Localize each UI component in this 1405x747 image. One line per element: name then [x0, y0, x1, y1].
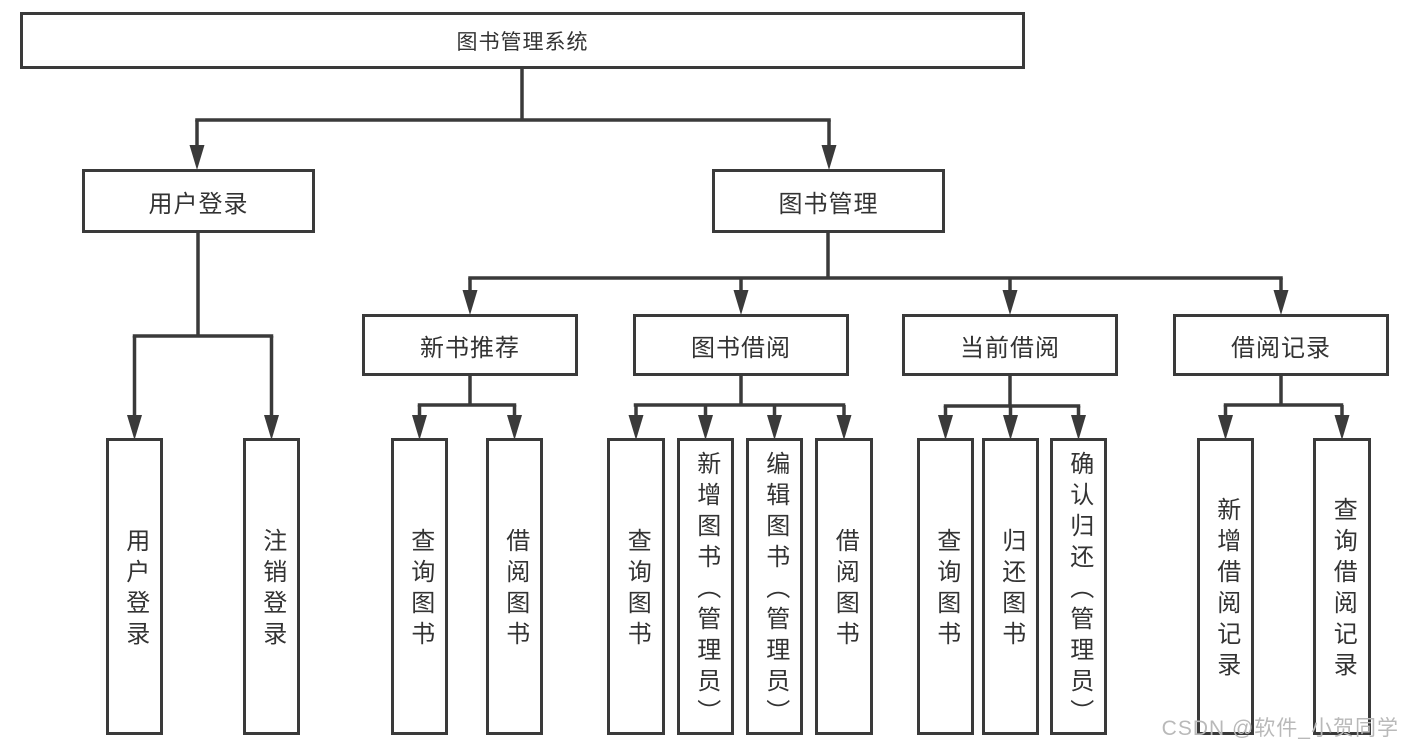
arrowhead-icon: [628, 415, 644, 440]
node-label: 图书管理: [778, 190, 879, 218]
leaf-logout: 注销登录: [243, 438, 300, 735]
watermark: CSDN @软件_小贺同学: [1161, 717, 1399, 740]
node-label: 查询图书: [406, 528, 434, 652]
node-user-login: 用户登录: [82, 169, 315, 233]
leaf-query-borrow-record: 查询借阅记录: [1313, 438, 1371, 735]
node-label: 归还图书: [997, 528, 1025, 652]
node-label: 用户登录: [148, 190, 249, 218]
node-label: 注销登录: [258, 528, 286, 652]
leaf-borrow-book: 借阅图书: [815, 438, 873, 735]
arrowhead-icon: [507, 415, 522, 440]
node-book-borrow: 图书借阅: [633, 314, 849, 376]
leaf-query-book-recommend: 查询图书: [391, 438, 448, 735]
arrowhead-icon: [698, 415, 713, 440]
arrowhead-icon: [1003, 415, 1018, 440]
arrowhead-icon: [127, 415, 142, 440]
node-label: 查询图书: [932, 528, 960, 652]
arrowhead-icon: [1002, 290, 1018, 315]
node-label: 确认归还（管理员）: [1065, 450, 1093, 730]
arrowhead-icon: [821, 145, 837, 170]
node-library-management-system: 图书管理系统: [20, 12, 1025, 69]
arrowhead-icon: [938, 415, 953, 440]
arrowhead-icon: [462, 290, 478, 315]
node-label: 借阅记录: [1231, 334, 1331, 362]
arrowhead-icon: [1071, 415, 1086, 440]
node-borrow-record: 借阅记录: [1173, 314, 1389, 376]
node-current-borrow: 当前借阅: [902, 314, 1118, 376]
node-label: 图书借阅: [691, 334, 791, 362]
node-label: 查询图书: [623, 528, 651, 652]
leaf-query-book-current: 查询图书: [917, 438, 974, 735]
node-label: 用户登录: [121, 528, 149, 652]
node-new-book-recommend: 新书推荐: [362, 314, 578, 376]
arrowhead-icon: [836, 415, 852, 440]
leaf-query-book-borrow: 查询图书: [607, 438, 665, 735]
node-label: 编辑图书（管理员）: [761, 450, 789, 730]
node-label: 借阅图书: [831, 528, 859, 652]
arrowhead-icon: [189, 145, 205, 170]
arrowhead-icon: [412, 415, 427, 440]
node-label: 借阅图书: [501, 528, 529, 652]
leaf-borrow-book-recommend: 借阅图书: [486, 438, 543, 735]
leaf-confirm-return-admin: 确认归还（管理员）: [1050, 438, 1107, 735]
arrowhead-icon: [767, 415, 782, 440]
arrowhead-icon: [733, 290, 749, 315]
leaf-add-borrow-record: 新增借阅记录: [1197, 438, 1254, 735]
leaf-user-login: 用户登录: [106, 438, 163, 735]
node-label: 新增借阅记录: [1212, 497, 1240, 683]
node-label: 新书推荐: [420, 334, 520, 362]
leaf-return-book: 归还图书: [982, 438, 1039, 735]
arrowhead-icon: [264, 415, 279, 440]
arrowhead-icon: [1334, 415, 1350, 440]
leaf-add-book-admin: 新增图书（管理员）: [677, 438, 734, 735]
node-label: 当前借阅: [960, 334, 1060, 362]
arrowhead-icon: [1218, 415, 1233, 440]
node-label: 查询借阅记录: [1329, 497, 1357, 683]
arrowhead-icon: [1273, 290, 1289, 315]
node-label: 新增图书（管理员）: [692, 450, 720, 730]
node-label: 图书管理系统: [456, 30, 589, 54]
leaf-edit-book-admin: 编辑图书（管理员）: [746, 438, 803, 735]
node-book-management: 图书管理: [712, 169, 945, 233]
